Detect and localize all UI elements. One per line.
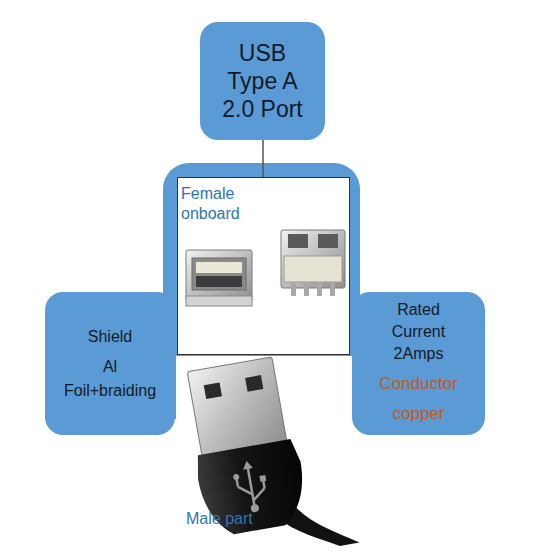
- node-text: Female onboard: [181, 184, 261, 224]
- node-text: USB Type A 2.0 Port: [217, 39, 308, 123]
- connector-line: [262, 140, 264, 177]
- shield-box: Shield Al Foil+braiding: [45, 292, 175, 435]
- title-box: USB Type A 2.0 Port: [200, 22, 325, 140]
- usb-symbol: [235, 465, 268, 509]
- node-subtext: Conductor copper: [376, 369, 461, 429]
- node-subtext: Al Foil+braiding: [59, 355, 161, 403]
- node-text: Rated Current 2Amps: [376, 299, 461, 365]
- group-panel: [163, 163, 360, 423]
- part-label: Male part: [186, 510, 253, 528]
- female-receptacle-rear: [281, 230, 345, 296]
- photo-background: [176, 356, 352, 540]
- spec-box: Rated Current 2AmpsConductor copper: [352, 292, 485, 435]
- node-text: Shield: [88, 325, 132, 349]
- male-plug: [179, 348, 359, 554]
- female-photo-box: Female onboard: [177, 177, 350, 355]
- female-receptacle-front: [186, 250, 252, 306]
